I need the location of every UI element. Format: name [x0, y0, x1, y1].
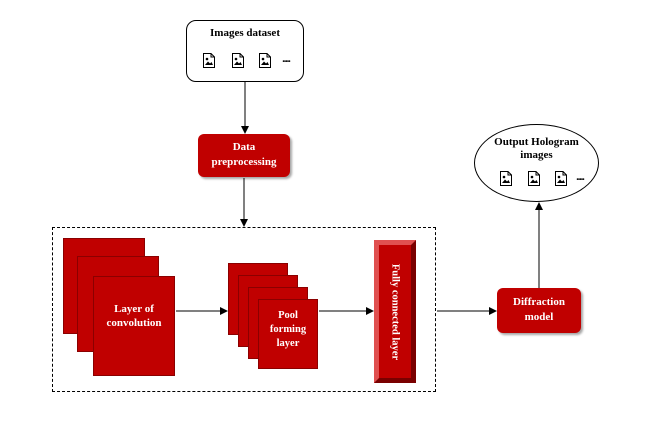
pool-layer-sheet-front: Pool forming layer — [258, 299, 318, 369]
data-preprocessing-label-line1: Data — [232, 141, 256, 153]
conv-layer-label-line2: convolution — [106, 317, 162, 329]
images-dataset-ellipsis: ..... — [282, 54, 291, 65]
image-file-icon — [528, 171, 540, 186]
output-hologram-label-line2: images — [520, 149, 553, 161]
diffraction-model-box: Diffraction model — [497, 288, 581, 333]
images-dataset-label: Images dataset — [210, 27, 280, 39]
cnn-container — [52, 227, 436, 392]
image-file-icon — [500, 171, 512, 186]
data-preprocessing-label-line2: preprocessing — [211, 156, 277, 168]
diffraction-model-label-line1: Diffraction — [513, 296, 565, 308]
output-hologram-label-line1: Output Hologram — [494, 136, 579, 148]
image-file-icon — [555, 171, 567, 186]
image-file-icon — [232, 53, 244, 68]
output-hologram-ellipse: Output Hologram images ..... — [474, 124, 599, 202]
output-hologram-ellipsis: ..... — [576, 172, 585, 183]
image-file-icon — [259, 53, 271, 68]
pool-layer-label-line1: Pool — [278, 310, 298, 321]
conv-layer-sheet-front: Layer of convolution — [93, 276, 175, 376]
data-preprocessing-box: Data preprocessing — [198, 134, 290, 177]
fc-layer-bar: Fully connected layer — [374, 240, 416, 383]
diffraction-model-label-line2: model — [524, 311, 554, 323]
pool-layer-label-line3: layer — [276, 338, 300, 349]
image-file-icon — [203, 53, 215, 68]
images-dataset-box: Images dataset ..... — [186, 20, 304, 82]
pool-layer-label-line2: forming — [269, 324, 307, 335]
conv-layer-label-line1: Layer of — [114, 303, 154, 315]
